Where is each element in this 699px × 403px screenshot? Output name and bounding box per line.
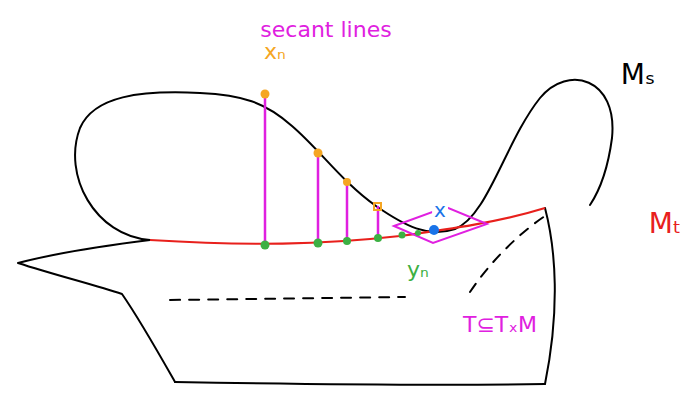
point-yn	[399, 232, 406, 239]
tangent-space-label: T⊆TₓM	[461, 314, 539, 336]
point-xn	[314, 149, 323, 158]
point-xn	[374, 203, 381, 210]
surface-top-curve	[75, 80, 612, 240]
point-yn	[415, 230, 421, 236]
point-label: xₙ	[262, 41, 288, 63]
secant-line	[377, 207, 380, 238]
point-xn	[261, 90, 270, 99]
secant-line	[317, 153, 320, 243]
secant-line	[264, 94, 267, 245]
point-label: x	[432, 200, 448, 220]
submanifold-label: Mₜ	[647, 210, 683, 238]
manifold-label: Mₛ	[619, 61, 658, 89]
point-yn	[374, 234, 382, 242]
hidden-edge	[170, 297, 405, 300]
point-x	[429, 225, 439, 235]
secant-lines-label: secant lines	[258, 19, 393, 41]
point-yn	[314, 239, 323, 248]
point-yn	[261, 241, 270, 250]
point-xn	[343, 178, 351, 186]
point-yn	[343, 237, 351, 245]
surface-bottom-edge	[175, 382, 545, 385]
point-label: yₙ	[405, 259, 431, 281]
surface-right-edge	[545, 208, 555, 384]
surface-left-fold	[18, 240, 175, 382]
secant-line	[346, 182, 349, 241]
